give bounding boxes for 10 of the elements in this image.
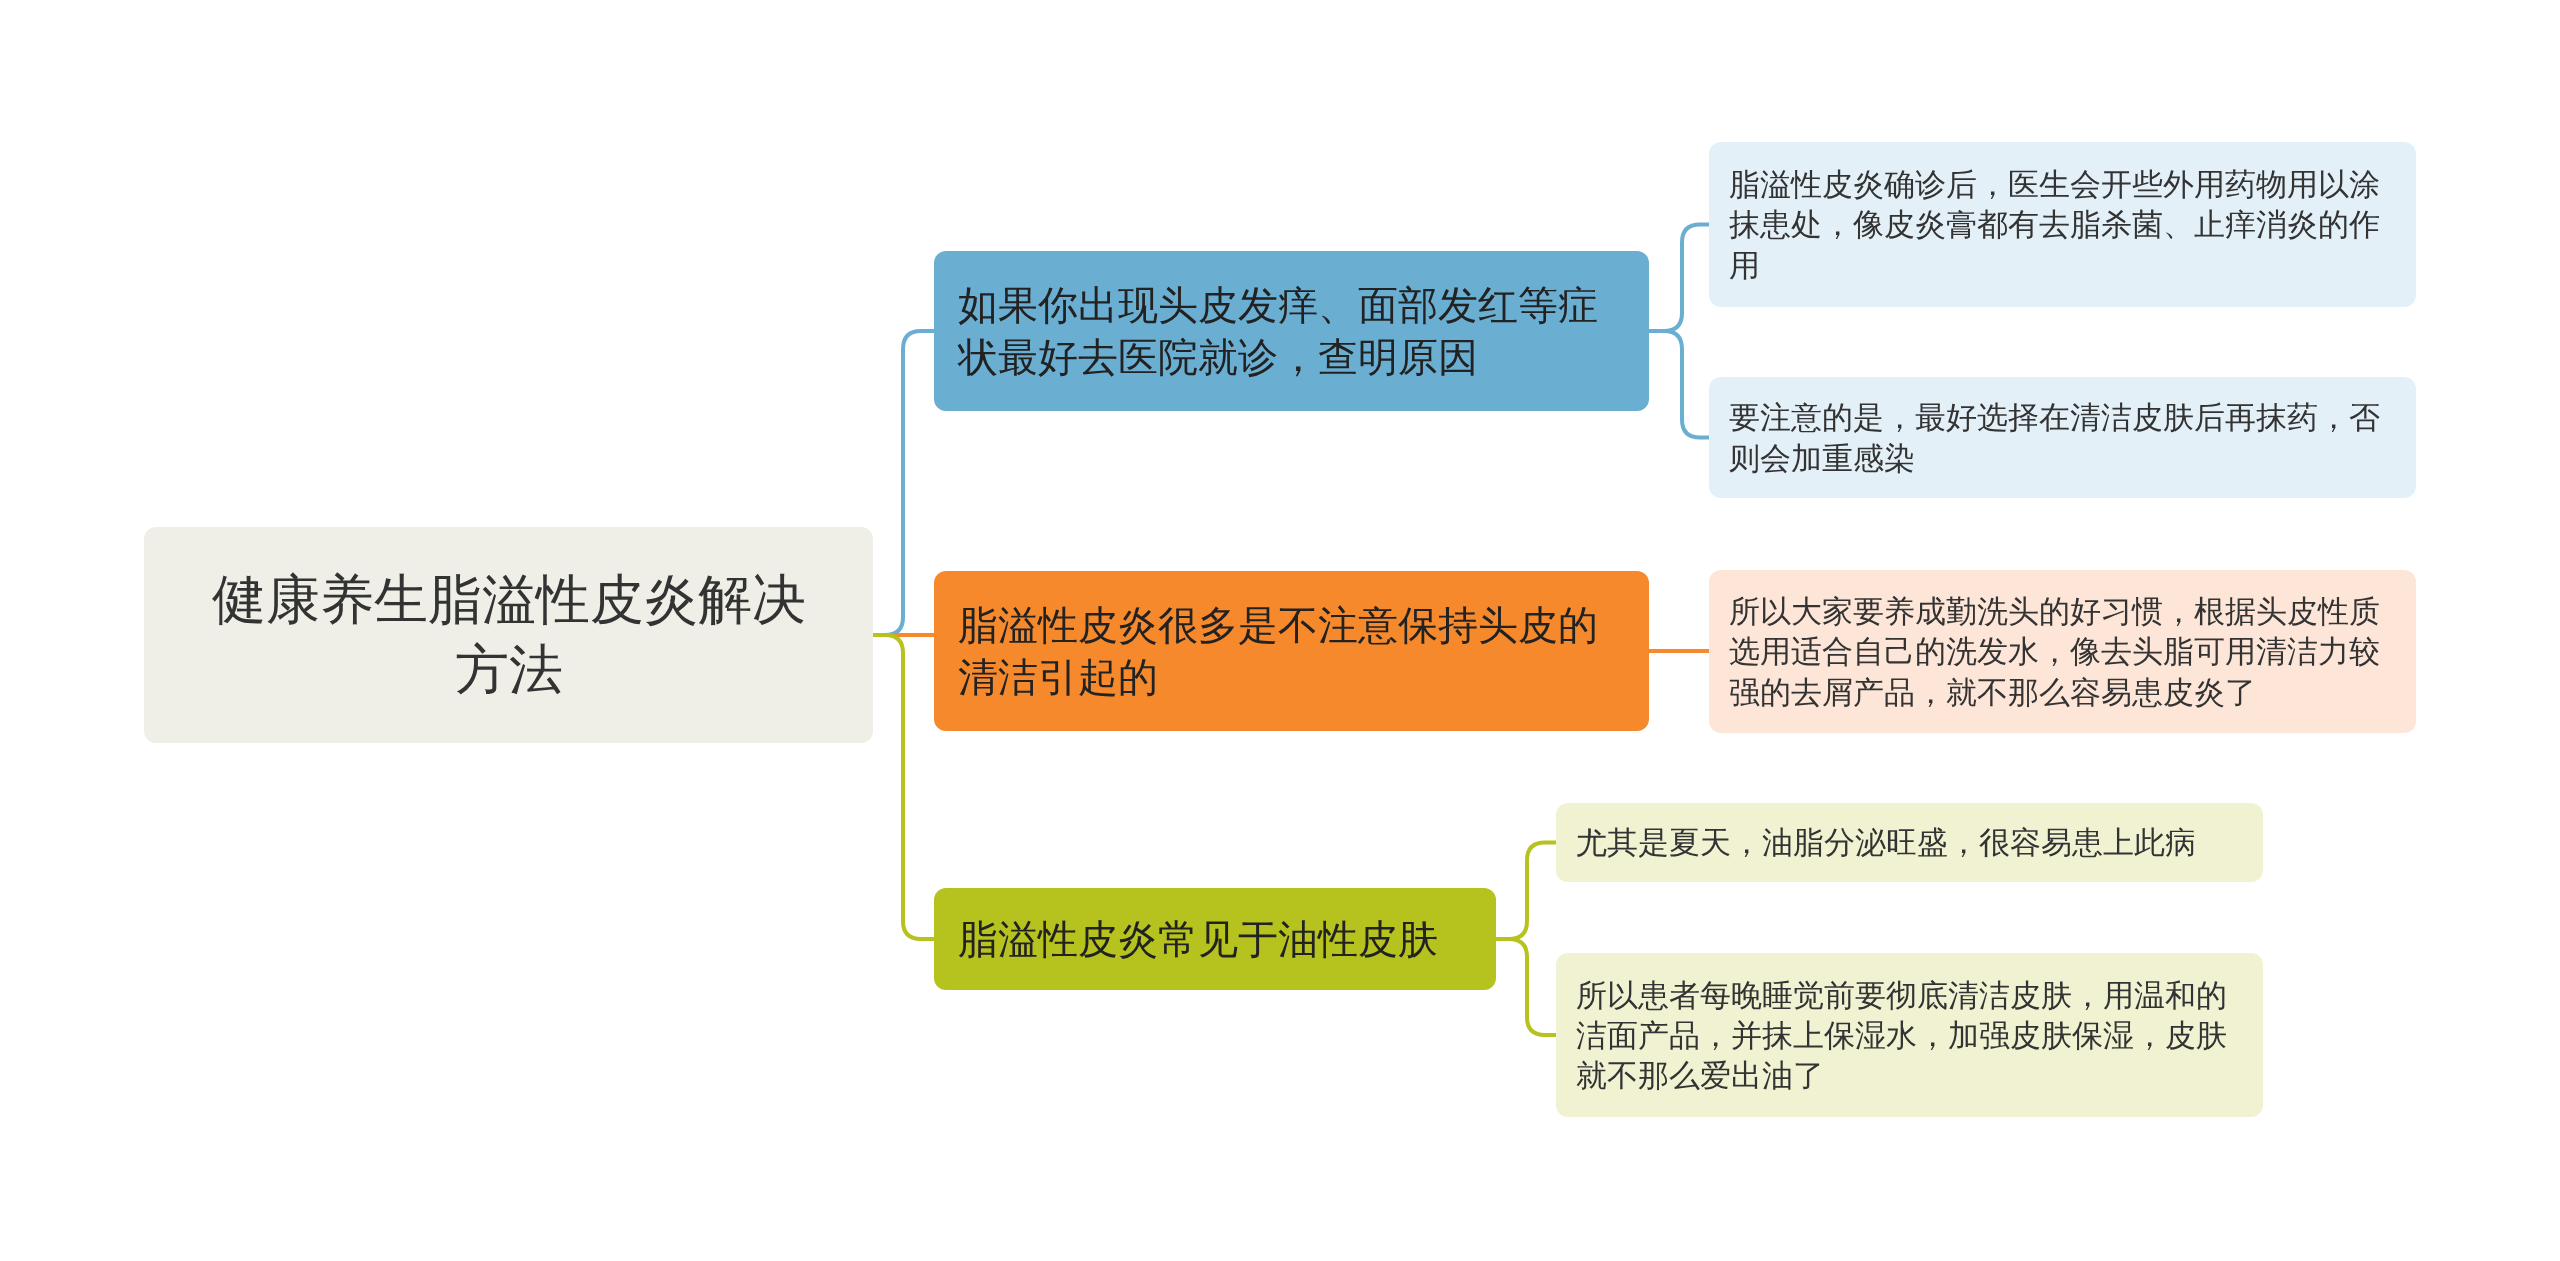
root-topic-box: 健康养生脂溢性皮炎解决方法 — [144, 527, 873, 743]
subtopic-box: 尤其是夏天，油脂分泌旺盛，很容易患上此病 — [1556, 803, 2263, 882]
topic-box: 脂溢性皮炎常见于油性皮肤 — [934, 888, 1496, 990]
connector-line — [1649, 649, 1709, 653]
subtopic-box: 要注意的是，最好选择在清洁皮肤后再抹药，否则会加重感染 — [1709, 377, 2416, 498]
subtopic-box: 脂溢性皮炎确诊后，医生会开些外用药物用以涂抹患处，像皮炎膏都有去脂杀菌、止痒消炎的作用 — [1709, 142, 2416, 307]
topic-box: 脂溢性皮炎很多是不注意保持头皮的清洁引起的 — [934, 571, 1649, 731]
subtopic-box: 所以患者每晚睡觉前要彻底清洁皮肤，用温和的洁面产品，并抹上保湿水，加强皮肤保湿，皮肤就不那么爱出油了 — [1556, 953, 2263, 1117]
topic-box: 如果你出现头皮发痒、面部发红等症状最好去医院就诊，查明原因 — [934, 251, 1649, 411]
subtopic-box: 所以大家要养成勤洗头的好习惯，根据头皮性质选用适合自己的洗发水，像去头脂可用清洁力较强的去屑产品，就不那么容易患皮炎了 — [1709, 570, 2416, 733]
